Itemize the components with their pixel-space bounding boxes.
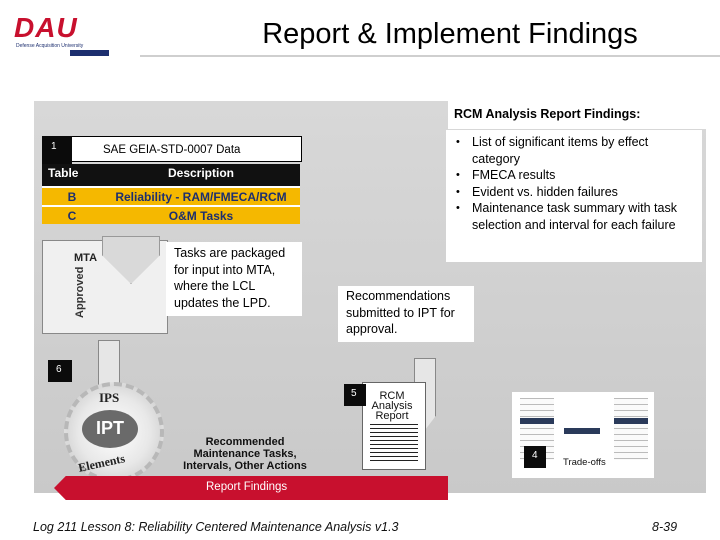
table-header-row: Table Description <box>42 164 300 186</box>
step-4-badge: 4 <box>524 446 546 468</box>
step-6-badge: 6 <box>48 360 72 382</box>
standard-label: SAE GEIA-STD-0007 Data <box>68 136 302 162</box>
mta-label: MTA <box>74 252 98 264</box>
table-row-id: B <box>42 186 102 205</box>
table-col-header: Table <box>42 164 102 186</box>
report-findings-arrow <box>54 476 448 500</box>
header-divider <box>140 55 720 57</box>
step-5-badge: 5 <box>344 384 366 406</box>
tradeoff-highlight <box>614 418 648 424</box>
finding-item: List of significant items by effect cate… <box>456 134 696 167</box>
tradeoffs-label: Trade-offs <box>563 457 606 468</box>
table-row: B Reliability - RAM/FMECA/RCM <box>42 186 300 205</box>
recommended-actions-text: Recommended Maintenance Tasks, Intervals… <box>183 436 307 472</box>
tradeoff-center-node <box>564 428 600 434</box>
tradeoff-highlight <box>520 418 554 424</box>
rcm-findings-heading: RCM Analysis Report Findings: <box>448 101 706 129</box>
logo-subtitle: Defense Acquisition University <box>16 43 84 49</box>
tradeoff-column <box>614 398 648 460</box>
slide-title: Report & Implement Findings <box>262 18 638 50</box>
finding-item: Evident vs. hidden failures <box>456 184 696 201</box>
finding-item: Maintenance task summary with task selec… <box>456 200 696 233</box>
table-row-description: Reliability - RAM/FMECA/RCM <box>102 186 300 205</box>
ipt-label: IPT <box>82 410 138 448</box>
table-row-description: O&M Tasks <box>102 205 300 224</box>
finding-item: FMECA results <box>456 167 696 184</box>
rcm-findings-list: List of significant items by effect cate… <box>446 130 702 262</box>
ips-label: IPS <box>99 390 120 405</box>
step-1-badge: 1 <box>42 136 72 164</box>
dau-logo: DAU <box>14 12 78 43</box>
report-lines <box>370 424 418 464</box>
recommendations-text: Recommendations submitted to IPT for app… <box>338 286 474 342</box>
table-row: C O&M Tasks <box>42 205 300 224</box>
header-bar <box>70 50 720 56</box>
table-row-id: C <box>42 205 102 224</box>
description-col-header: Description <box>102 164 300 186</box>
approved-label: Approved <box>74 266 86 318</box>
page-number: 8-39 <box>652 520 678 534</box>
tasks-text: Tasks are packaged for input into MTA, w… <box>166 242 302 316</box>
footer-course-label: Log 211 Lesson 8: Reliability Centered M… <box>33 520 399 534</box>
geia-table: Table Description B Reliability - RAM/FM… <box>42 164 300 224</box>
rcm-report-label: RCM Analysis Report <box>371 390 413 422</box>
report-findings-label: Report Findings <box>206 481 288 493</box>
